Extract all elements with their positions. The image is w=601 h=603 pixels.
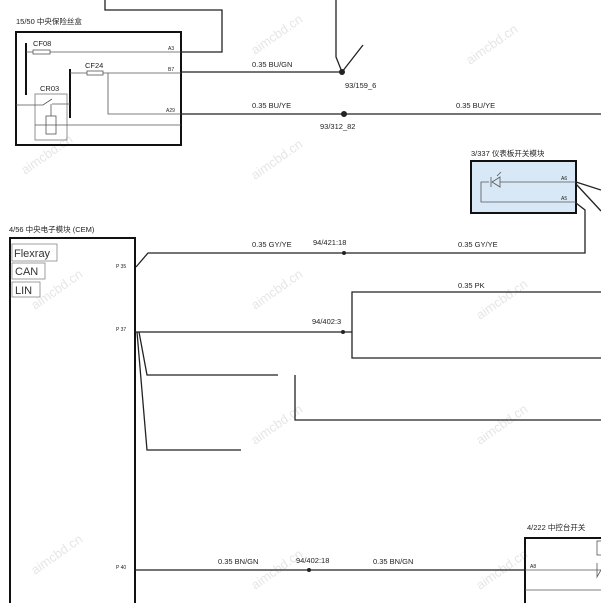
wire-b7-branch: [335, 0, 364, 74]
wire-p35-label-left: 0.35 GY/YE: [252, 240, 292, 249]
pin-a3: A3: [168, 46, 174, 52]
relay-cr03-label: CR03: [40, 84, 59, 93]
pin-a6: A6: [561, 176, 567, 182]
wire-a3: [104, 0, 223, 53]
svg-text:aimcbd.cn: aimcbd.cn: [28, 531, 85, 577]
wire-p35: [135, 202, 586, 268]
console-switch-module[interactable]: 4/222 中控台开关 A8: [524, 522, 601, 603]
central-fuse-box[interactable]: 15/50 中央保险丝盒 CF08 A3 CF24 B7 A29 CR03: [15, 16, 182, 146]
splice-93-312-82: [341, 111, 347, 117]
wire-p40-label-left: 0.35 BN/GN: [218, 557, 258, 566]
fuse-cf24-icon: [86, 70, 104, 76]
pin-p37: P 37: [116, 327, 126, 333]
pin-p40: P 40: [116, 565, 126, 571]
cem-outline: [9, 237, 136, 603]
fuse-box-title: 15/50 中央保险丝盒: [16, 16, 82, 26]
pin-a8: A8: [530, 564, 536, 570]
fuse-box-outline: [15, 31, 182, 146]
splice-p40-label: 94/402:18: [296, 556, 329, 565]
splice-94-402-18: [307, 568, 311, 572]
wire-p35-label-right: 0.35 GY/YE: [458, 240, 498, 249]
svg-text:aimcbd.cn: aimcbd.cn: [248, 136, 305, 182]
svg-text:aimcbd.cn: aimcbd.cn: [248, 266, 305, 312]
svg-text:aimcbd.cn: aimcbd.cn: [248, 546, 305, 592]
splice-a29-label: 93/312_82: [320, 122, 355, 131]
svg-text:aimcbd.cn: aimcbd.cn: [473, 546, 530, 592]
dashboard-switch-module[interactable]: 3/337 仪表板开关模块 A6 A5: [470, 148, 577, 214]
bus-flexray: Flexray: [14, 248, 51, 260]
svg-text:aimcbd.cn: aimcbd.cn: [463, 21, 520, 67]
relay-cr03-icon: [34, 93, 68, 141]
wire-pk: [351, 291, 601, 359]
fuse-cf24-label: CF24: [85, 61, 103, 70]
console-switch-outline: [524, 537, 601, 603]
led-diode-icon: [490, 171, 502, 188]
splice-p35-label: 94/421:18: [313, 238, 346, 247]
svg-text:aimcbd.cn: aimcbd.cn: [248, 401, 305, 447]
pin-b7: B7: [168, 67, 174, 73]
splice-b7-label: 93/159_6: [345, 81, 376, 90]
pin-a29: A29: [166, 108, 175, 114]
pin-p35: P 35: [116, 264, 126, 270]
svg-text:aimcbd.cn: aimcbd.cn: [248, 11, 305, 57]
bus-can: CAN: [15, 266, 38, 278]
fuse-cf08-icon: [32, 49, 51, 55]
console-switch-title: 4/222 中控台开关: [527, 522, 586, 532]
fuse-cf08-label: CF08: [33, 39, 51, 48]
dash-switch-title: 3/337 仪表板开关模块: [471, 148, 545, 158]
wire-b7-label: 0.35 BU/GN: [252, 60, 292, 69]
wire-p40-label-right: 0.35 BN/GN: [373, 557, 413, 566]
cem-title: 4/56 中央电子模块 (CEM): [9, 224, 95, 234]
wire-a29-label-left: 0.35 BU/YE: [252, 101, 291, 110]
dash-switch-outline: [470, 160, 577, 214]
svg-text:aimcbd.cn: aimcbd.cn: [473, 401, 530, 447]
splice-93-159-6: [339, 69, 345, 75]
wire-pk-label: 0.35 PK: [458, 281, 485, 290]
splice-94-421-18: [342, 251, 346, 255]
pin-a5: A5: [561, 196, 567, 202]
splice-94-402-3: [341, 330, 345, 334]
wire-a29-label-right: 0.35 BU/YE: [456, 101, 495, 110]
splice-p37-label: 94/402:3: [312, 317, 341, 326]
bus-lin: LIN: [15, 285, 32, 297]
watermark: aimcbd.cn aimcbd.cn aimcbd.cn aimcbd.cn …: [18, 11, 530, 592]
central-electronic-module[interactable]: 4/56 中央电子模块 (CEM) Flexray CAN LIN P 35 P…: [9, 224, 136, 603]
